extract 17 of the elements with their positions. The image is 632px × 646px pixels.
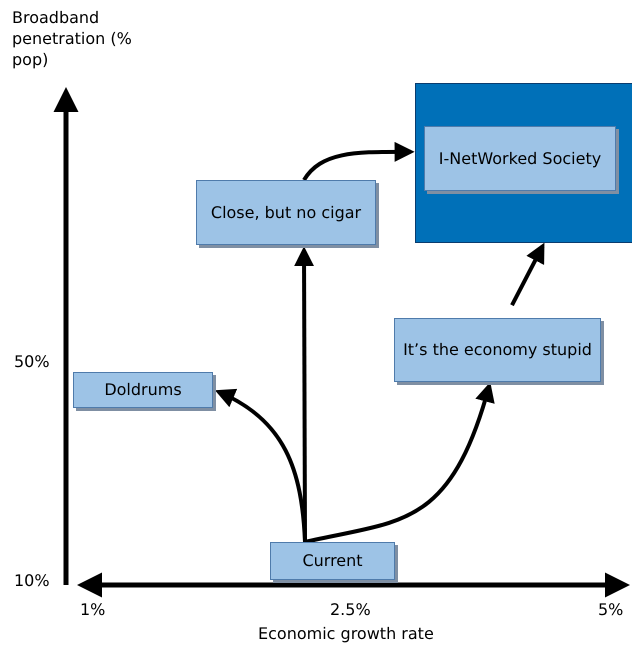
scenario-box: Close, but no cigar xyxy=(196,180,376,245)
tick-label: 10% xyxy=(14,571,51,592)
axis-title: Economic growth rate xyxy=(258,624,435,645)
group-panel xyxy=(415,83,632,243)
scenario-box: It’s the economy stupid xyxy=(394,318,601,382)
tick-label: 1% xyxy=(80,600,106,621)
scenario-box: Current xyxy=(270,542,395,580)
scenario-box: I-NetWorked Society xyxy=(424,126,616,191)
arrow xyxy=(294,246,314,542)
tick-label: 5% xyxy=(598,600,624,621)
scenario-box: Doldrums xyxy=(73,372,213,408)
arrow xyxy=(510,242,544,306)
arrow xyxy=(304,382,494,544)
axis-title: Broadband penetration (% pop) xyxy=(12,8,132,70)
tick-label: 2.5% xyxy=(330,600,372,621)
tick-label: 50% xyxy=(14,352,51,373)
arrow xyxy=(302,142,415,182)
